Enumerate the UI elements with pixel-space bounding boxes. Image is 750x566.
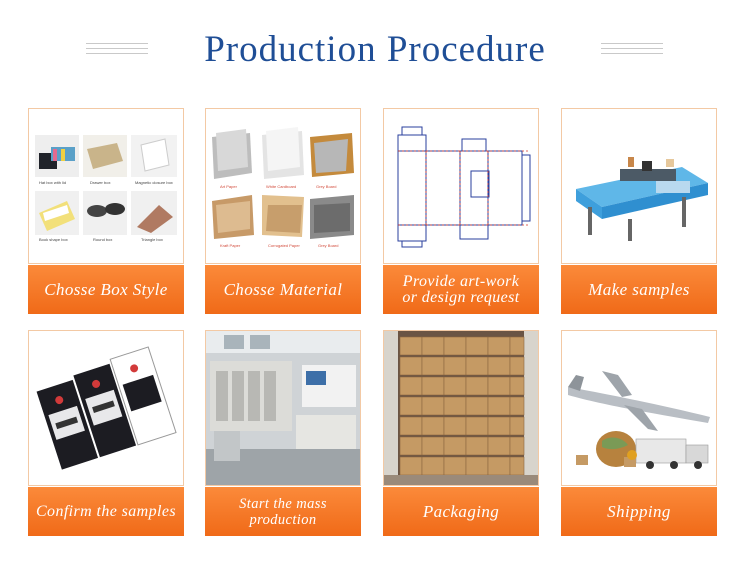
step-card-artwork: Provide art-work or design request [383,108,539,314]
box-style-caption: Round box [93,237,113,242]
title-decoration-left [86,43,148,55]
page-title: Production Procedure [204,29,546,70]
step-label: Shipping [607,501,671,521]
step-label: Packaging [422,501,500,521]
step-card-box-style: Hat box with lid Drawer box Magnetic clo… [28,108,184,314]
box-style-caption: Book shape box [39,237,68,242]
step-label: Make samples [588,279,690,299]
title-decoration-right [601,43,663,55]
box-style-image: Hat box with lid Drawer box Magnetic clo… [28,108,184,264]
step-card-mass-production: Start the mass production [205,330,361,536]
cutting-plotter-image [561,108,717,264]
step-label: Confirm the samples [35,502,177,520]
dieline-image [383,108,539,264]
page-header: Production Procedure [0,26,750,76]
step-label-bar: Packaging [383,487,539,536]
box-style-caption: Triangle box [141,237,163,242]
material-image: Art Paper White Cardboard Grey Board Kra… [205,108,361,264]
factory-image [205,330,361,486]
step-label-bar: Provide art-work or design request [383,265,539,314]
shipping-image [561,330,717,486]
step-label-bar: Shipping [561,487,717,536]
step-label-bar: Make samples [561,265,717,314]
step-card-material: Art Paper White Cardboard Grey Board Kra… [205,108,361,314]
sample-boxes-image [28,330,184,486]
step-card-shipping: Shipping [561,330,717,536]
box-style-caption: Drawer box [90,180,111,185]
step-card-samples: Make samples [561,108,717,314]
step-label: Chosse Box Style [44,279,168,299]
step-label: Start the mass production [239,495,327,528]
box-style-caption: Hat box with lid [39,180,67,185]
step-label-bar: Chosse Material [205,265,361,314]
step-label: Provide art-work or design request [402,272,520,306]
step-label-bar: Chosse Box Style [28,265,184,314]
step-label-bar: Start the mass production [205,487,361,536]
step-label-bar: Confirm the samples [28,487,184,536]
step-label: Chosse Material [223,279,343,299]
container-boxes-image [383,330,539,486]
step-card-packaging: Packaging [383,330,539,536]
box-style-caption: Magnetic closure box [135,180,173,185]
step-card-confirm: Confirm the samples [28,330,184,536]
